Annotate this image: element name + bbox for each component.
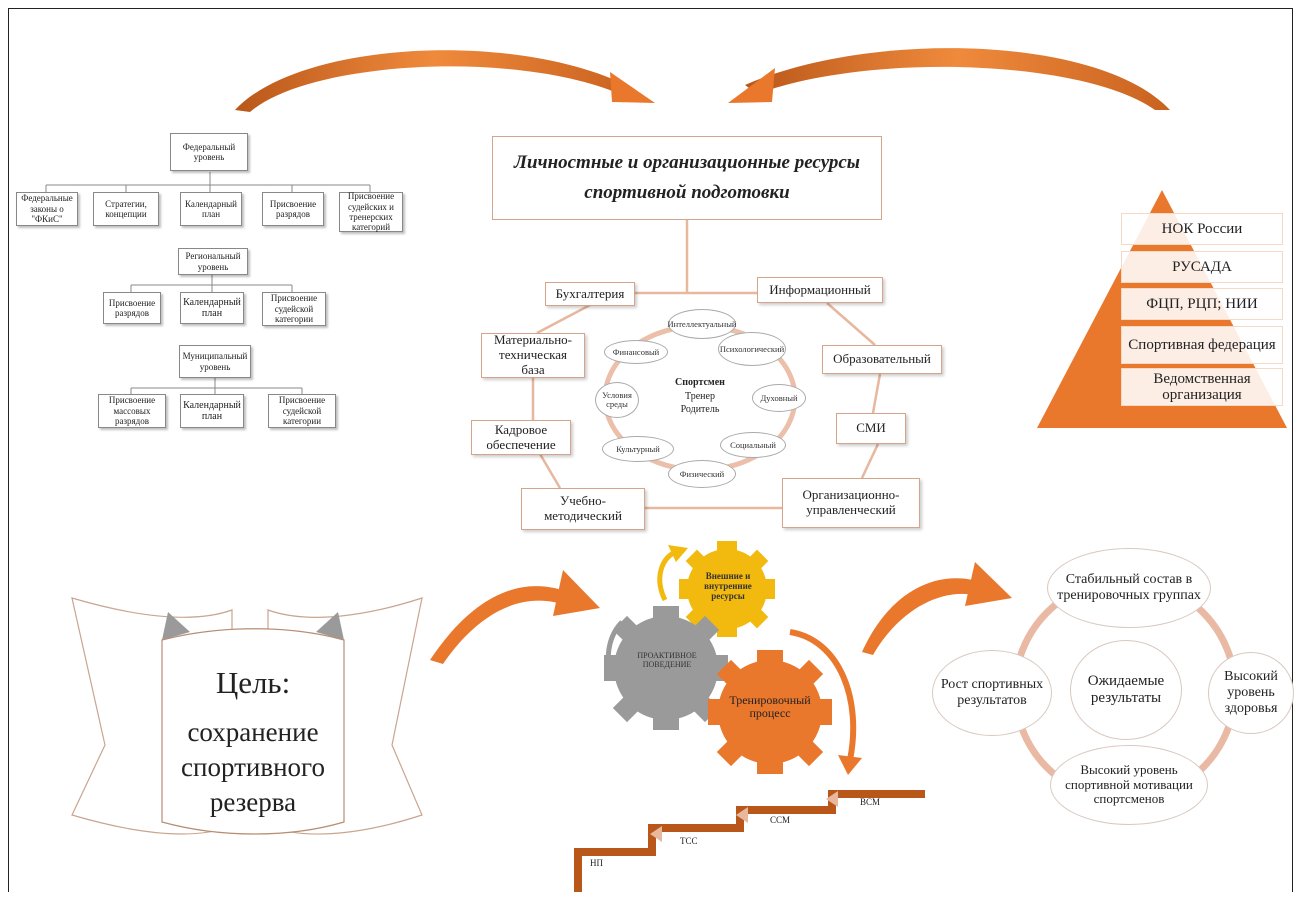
result-motivation: Высокий уровень спортивной мотивации спо… xyxy=(1050,745,1208,825)
municipal-item: Присвоение судейской категории xyxy=(268,394,336,428)
arrow-to-gears xyxy=(430,570,600,664)
personal-physical: Физический xyxy=(668,460,736,488)
goal-line-2: сохранение xyxy=(187,717,319,748)
gear-resources-label: Внешние и внутренние ресурсы xyxy=(704,571,752,601)
hierarchy-connectors xyxy=(45,172,371,394)
center-parent: Родитель xyxy=(680,404,720,415)
personal-psychological: Психологический xyxy=(718,332,786,366)
pyramid-level-federation: Спортивная федерация xyxy=(1121,326,1283,364)
org-resource-management: Организационно-управленческий xyxy=(782,478,920,528)
org-resource-material: Материально-техническая база xyxy=(481,332,585,378)
gear-training xyxy=(708,629,862,775)
municipal-item: Календарный план xyxy=(180,394,244,428)
regional-item: Календарный план xyxy=(180,292,244,324)
center-coach: Тренер xyxy=(685,390,715,402)
pyramid-level-noc: НОК России xyxy=(1121,213,1283,245)
center-athlete: Спортсмен xyxy=(675,377,725,388)
goal-line-1: Цель: xyxy=(215,665,291,700)
personal-spiritual: Духовный xyxy=(752,384,806,412)
regional-level-box: Региональный уровень xyxy=(178,248,248,275)
stage-ssm: ССМ xyxy=(770,815,791,825)
personal-environment: Условия среды xyxy=(595,382,639,418)
goal-line-4: резерва xyxy=(209,787,297,818)
federal-item: Присвоение разрядов xyxy=(262,192,324,226)
federal-item: Федеральные законы о "ФКиС" xyxy=(16,192,78,226)
personal-intellectual: Интеллектуальный xyxy=(668,309,736,339)
results-center: Ожидаемые результаты xyxy=(1070,640,1182,740)
regional-item: Присвоение судейской категории xyxy=(262,292,326,326)
regional-item: Присвоение разрядов xyxy=(103,292,161,324)
pyramid-level-programs: ФЦП, РЦП; НИИ xyxy=(1121,288,1283,320)
stage-vsm: ВСМ xyxy=(860,797,881,807)
result-stable-groups: Стабильный состав в тренировочных группа… xyxy=(1047,548,1211,628)
org-resource-staffing: Кадровое обеспечение xyxy=(471,420,571,455)
result-performance-growth: Рост спортивных результатов xyxy=(932,650,1052,736)
org-resource-accounting: Бухгалтерия xyxy=(545,282,635,306)
municipal-item: Присвоение массовых разрядов xyxy=(98,394,166,428)
stage-np: НП xyxy=(590,858,603,868)
personal-social: Социальный xyxy=(720,432,786,458)
stage-tss: ТСС xyxy=(680,836,698,846)
org-resource-methodical: Учебно-методический xyxy=(521,488,645,530)
gear-training-label: Тренировочный процесс xyxy=(729,693,811,721)
org-resource-educational: Образовательный xyxy=(822,345,942,374)
personal-financial: Финансовый xyxy=(604,340,668,364)
top-arrow-right xyxy=(728,48,1170,110)
diagram-title: Личностные и организационные ресурсы спо… xyxy=(492,136,882,220)
federal-item: Стратегии, концепции xyxy=(93,192,159,226)
municipal-level-box: Муниципальный уровень xyxy=(179,345,251,378)
org-resource-information: Информационный xyxy=(757,277,883,303)
goal-text: Цель: сохранение спортивного резерва xyxy=(162,647,344,819)
federal-level-box: Федеральный уровень xyxy=(170,133,248,171)
personal-center: Спортсмен Тренер Родитель xyxy=(660,376,740,417)
goal-banner xyxy=(71,597,423,835)
federal-item: Календарный план xyxy=(180,192,242,226)
pyramid-level-rusada: РУСАДА xyxy=(1121,251,1283,283)
org-resource-media: СМИ xyxy=(836,413,906,444)
goal-line-3: спортивного xyxy=(181,752,325,783)
result-health: Высокий уровень здоровья xyxy=(1208,652,1294,734)
page-frame xyxy=(8,8,1293,892)
personal-cultural: Культурный xyxy=(602,436,674,462)
federal-item: Присвоение судейских и тренерских катего… xyxy=(339,191,403,232)
gear-proactive-label: ПРОАКТИВНОЕ ПОВЕДЕНИЕ xyxy=(637,651,697,669)
org-connectors xyxy=(531,220,882,510)
stages-stairs xyxy=(574,790,925,892)
pyramid-level-departmental: Ведомственная организация xyxy=(1121,368,1283,406)
arrow-to-results xyxy=(862,562,1012,655)
top-arrow-left xyxy=(235,50,655,112)
gear-resources xyxy=(657,541,775,637)
